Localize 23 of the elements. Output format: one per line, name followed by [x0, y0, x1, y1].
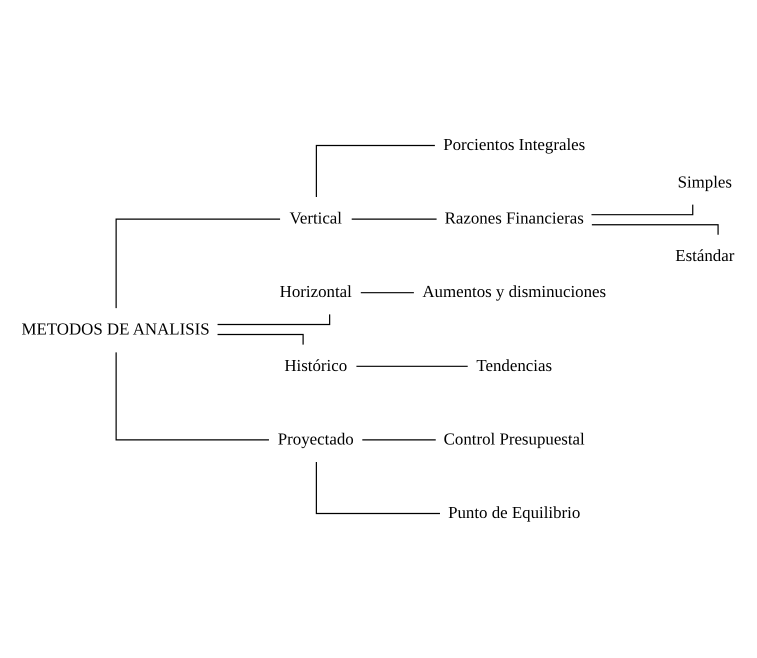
node-text: Horizontal	[280, 282, 352, 301]
connector	[316, 144, 435, 197]
node-text: Proyectado	[278, 428, 354, 448]
node-text: Tendencias	[476, 355, 552, 374]
node-text: Histórico	[284, 355, 348, 374]
node-text: Aumentos y disminuciones	[422, 282, 606, 301]
node-text: Punto de Equilibrio	[448, 502, 580, 522]
connector	[356, 365, 468, 366]
node-text: Control Presupuestal	[444, 428, 585, 448]
connector	[591, 204, 694, 215]
connector	[316, 461, 440, 514]
connector	[116, 218, 280, 308]
connector	[352, 218, 437, 220]
node-text: Estándar	[675, 245, 734, 264]
connector	[116, 352, 269, 440]
connector	[218, 333, 304, 344]
node-text: Vertical	[290, 208, 342, 228]
connector	[362, 438, 436, 440]
node-text: Porcientos Integrales	[443, 134, 586, 154]
node-text: Razones Financieras	[444, 208, 584, 228]
node-text: Simples	[678, 172, 732, 191]
node-text: METODOS DE ANALISIS	[21, 319, 210, 338]
connector	[360, 292, 414, 293]
